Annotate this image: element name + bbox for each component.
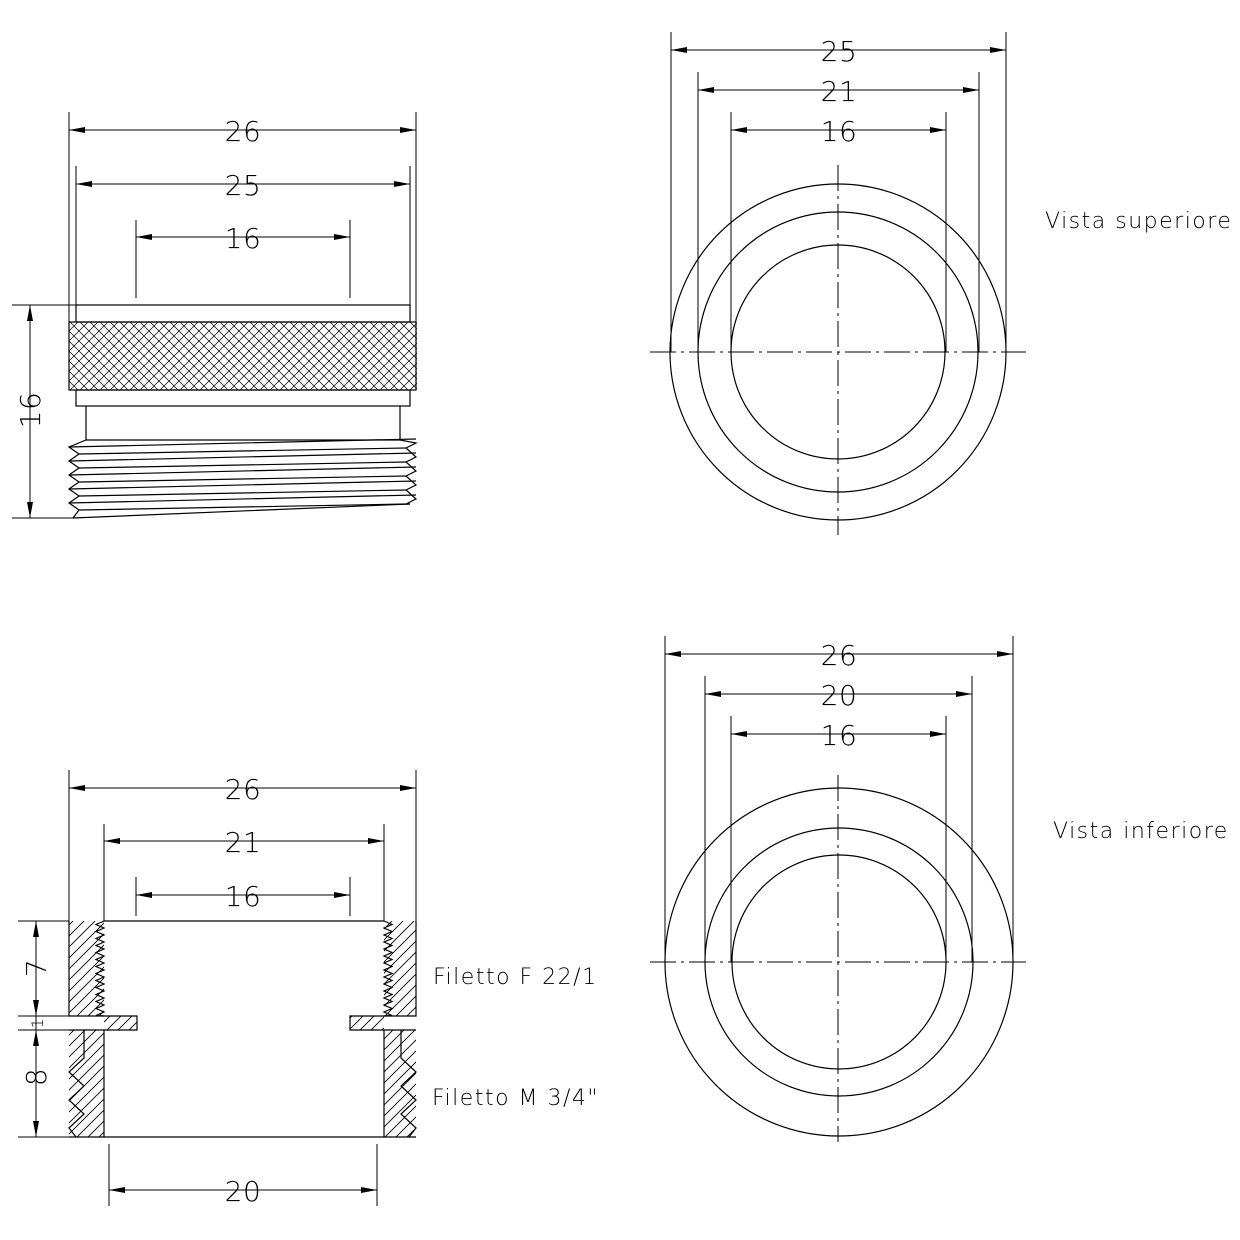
section-dim-26-label: 26 — [225, 773, 262, 806]
section-dim-height-8: 8 — [20, 1030, 53, 1137]
external-thread — [67, 438, 418, 519]
side-dim-16: 16 — [136, 222, 350, 255]
top-dim-25-label: 25 — [821, 35, 858, 68]
thread-female-label: Filetto F 22/1 — [433, 965, 598, 990]
side-dim-26: 26 — [69, 115, 416, 148]
side-view: 26 25 16 16 — [12, 112, 418, 519]
top-view-label: Vista superiore — [1045, 209, 1232, 234]
section-dim-16-label: 16 — [225, 880, 262, 913]
side-dim-height-16-label: 16 — [14, 392, 47, 429]
section-dim-height-7: 7 — [20, 921, 53, 1016]
side-dim-25: 25 — [76, 169, 410, 202]
knurl-pattern — [69, 322, 417, 390]
section-dim-height-1-label: 1 — [28, 1018, 47, 1029]
top-dim-16: 16 — [731, 115, 946, 148]
side-view-extension-lines — [12, 112, 417, 519]
top-view: 25 21 16 Vista superiore — [650, 32, 1232, 535]
side-dim-height-16: 16 — [14, 305, 47, 518]
section-view: 26 21 16 7 1 8 — [18, 770, 599, 1208]
section-view-extension-lines — [18, 770, 417, 1206]
bottom-view-extension-lines — [664, 636, 1014, 962]
section-dim-21: 21 — [104, 826, 384, 859]
top-dim-25: 25 — [671, 35, 1006, 68]
section-dim-21-label: 21 — [225, 826, 262, 859]
section-dim-height-1: 1 — [28, 1016, 47, 1030]
section-dim-20-label: 20 — [225, 1175, 262, 1208]
section-body — [68, 920, 417, 1138]
side-dim-16-label: 16 — [225, 222, 262, 255]
bottom-dim-20: 20 — [705, 679, 972, 712]
bottom-dim-26-label: 26 — [821, 639, 858, 672]
section-dim-height-8-label: 8 — [20, 1068, 53, 1086]
bottom-view: 26 20 16 Vista inferiore — [650, 636, 1229, 1142]
side-dim-26-label: 26 — [225, 115, 262, 148]
top-dim-16-label: 16 — [821, 115, 858, 148]
section-dim-height-7-label: 7 — [20, 959, 53, 977]
bottom-dim-26: 26 — [665, 639, 1013, 672]
side-view-body — [67, 304, 418, 519]
top-dim-21-label: 21 — [821, 75, 858, 108]
side-dim-25-label: 25 — [225, 169, 262, 202]
top-view-extension-lines — [670, 32, 1007, 352]
bottom-dim-16: 16 — [731, 719, 946, 752]
bottom-dim-20-label: 20 — [821, 679, 858, 712]
section-dim-20: 20 — [109, 1175, 377, 1208]
thread-male-label: Filetto M 3/4" — [432, 1086, 599, 1111]
section-dim-16: 16 — [136, 880, 350, 913]
bottom-view-label: Vista inferiore — [1053, 819, 1229, 844]
section-dim-26: 26 — [69, 773, 416, 806]
top-dim-21: 21 — [698, 75, 979, 108]
bottom-dim-16-label: 16 — [821, 719, 858, 752]
